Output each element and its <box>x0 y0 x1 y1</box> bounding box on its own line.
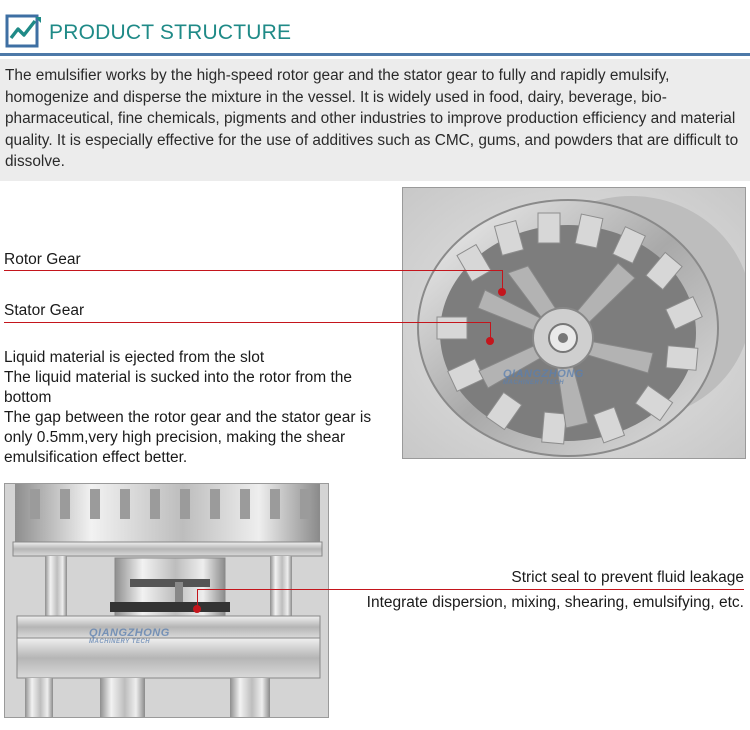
header-rule <box>0 53 750 56</box>
intro-panel: The emulsifier works by the high-speed r… <box>0 59 750 181</box>
seal-side-photo: QIANGZHONG MACHINERY TECH <box>4 483 329 718</box>
rotor-stator-photo: QIANGZHONG MACHINERY TECH <box>402 187 746 459</box>
watermark-sub: MACHINERY TECH <box>503 380 565 386</box>
seal-marker <box>193 605 201 613</box>
page-title: PRODUCT STRUCTURE <box>49 21 292 44</box>
watermark-sub-2: MACHINERY TECH <box>89 639 151 645</box>
stator-gear-line-drop <box>490 322 491 340</box>
note-gap: The gap between the rotor gear and the s… <box>4 409 372 466</box>
stator-gear-label: Stator Gear <box>4 302 85 319</box>
note-ejected: Liquid material is ejected from the slot <box>4 349 265 366</box>
stator-gear-line <box>4 322 490 323</box>
seal-line-drop <box>197 589 198 609</box>
watermark-brand: QIANGZHONG <box>503 368 584 380</box>
rotor-stator-illustration <box>403 188 745 458</box>
header: PRODUCT STRUCTURE <box>0 0 750 58</box>
note-sucked: The liquid material is sucked into the r… <box>4 369 353 406</box>
seal-side-illustration <box>5 484 328 717</box>
callout-notes: Liquid material is ejected from the slot… <box>4 348 394 468</box>
stator-gear-marker <box>486 337 494 345</box>
rotor-gear-line <box>4 270 502 271</box>
trend-chart-icon <box>5 14 41 48</box>
intro-text: The emulsifier works by the high-speed r… <box>5 67 739 171</box>
watermark: QIANGZHONG MACHINERY TECH <box>503 368 584 386</box>
seal-label: Strict seal to prevent fluid leakage <box>511 569 744 586</box>
rotor-gear-line-drop <box>502 270 503 292</box>
integrate-label: Integrate dispersion, mixing, shearing, … <box>366 594 744 611</box>
watermark-2: QIANGZHONG MACHINERY TECH <box>89 627 170 645</box>
rotor-gear-marker <box>498 288 506 296</box>
seal-line <box>197 589 744 590</box>
watermark-brand-2: QIANGZHONG <box>89 627 170 639</box>
rotor-gear-label: Rotor Gear <box>4 251 81 268</box>
